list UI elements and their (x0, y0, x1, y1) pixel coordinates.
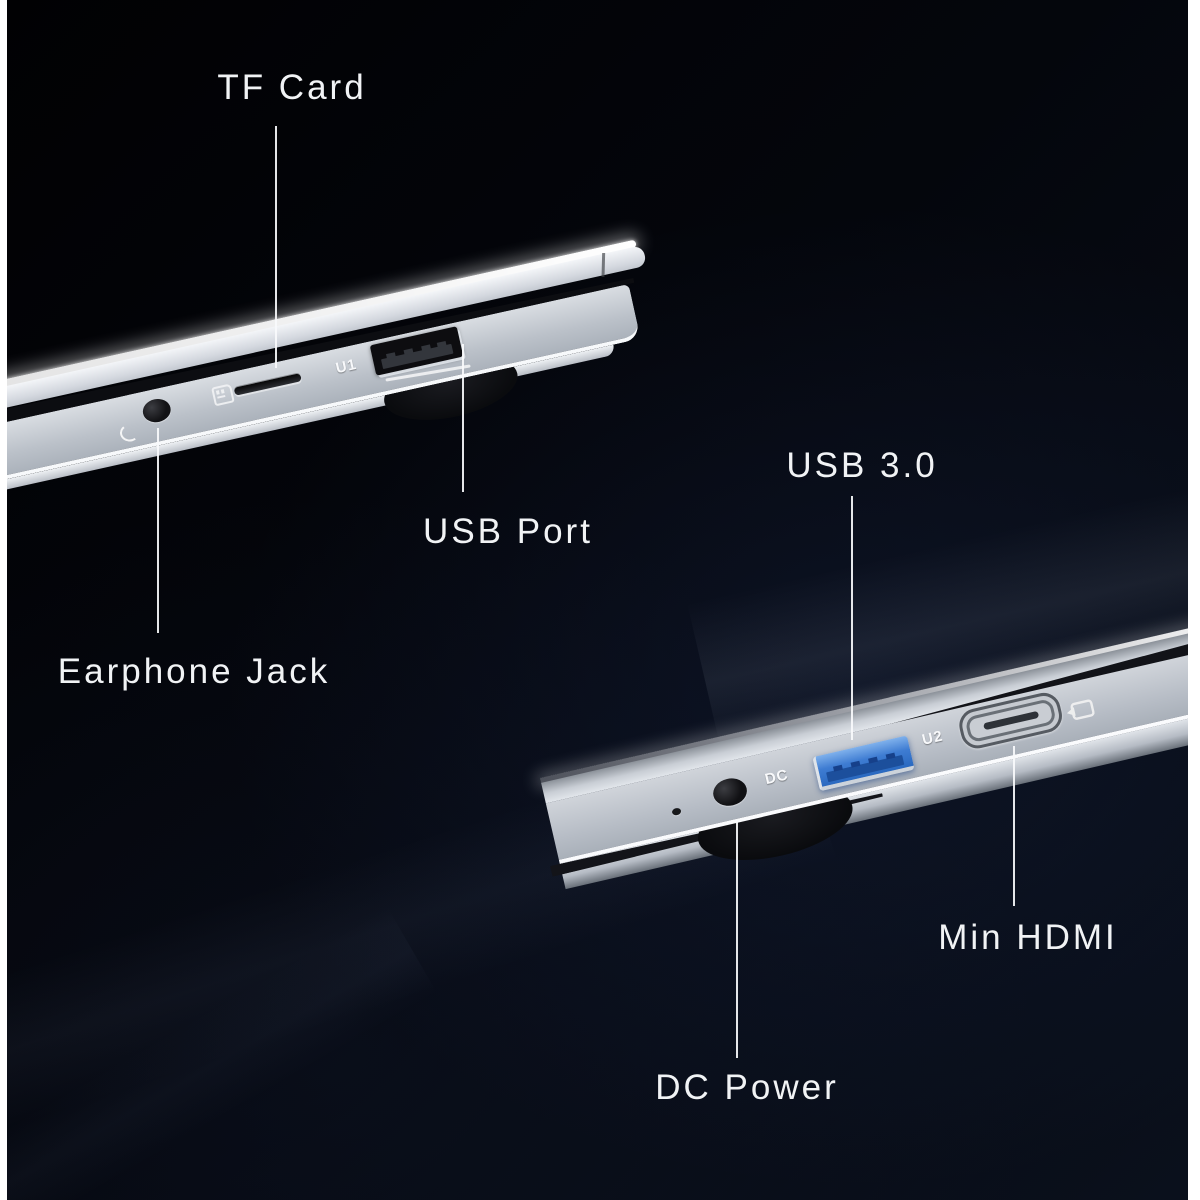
callout-line-earphone-jack (157, 428, 159, 633)
callout-label-usb-port: USB Port (423, 512, 593, 551)
callout-line-usb3 (851, 496, 853, 740)
callout-label-usb3: USB 3.0 (786, 446, 938, 485)
callout-line-min-hdmi (1013, 746, 1015, 906)
callout-line-tf-card (275, 126, 277, 368)
callout-label-min-hdmi: Min HDMI (938, 918, 1118, 957)
laptop-right-edge: DC U2 (540, 620, 1188, 944)
callout-line-dc-power (736, 822, 738, 1058)
callout-label-earphone-jack: Earphone Jack (57, 652, 331, 691)
hinge-notch (601, 252, 606, 278)
light-streak (7, 906, 438, 1200)
callout-line-usb-port (462, 344, 464, 492)
photo-background: U1 DC U2 (7, 0, 1188, 1200)
callout-label-dc-power: DC Power (655, 1068, 839, 1107)
callout-label-tf-card: TF Card (217, 68, 367, 107)
